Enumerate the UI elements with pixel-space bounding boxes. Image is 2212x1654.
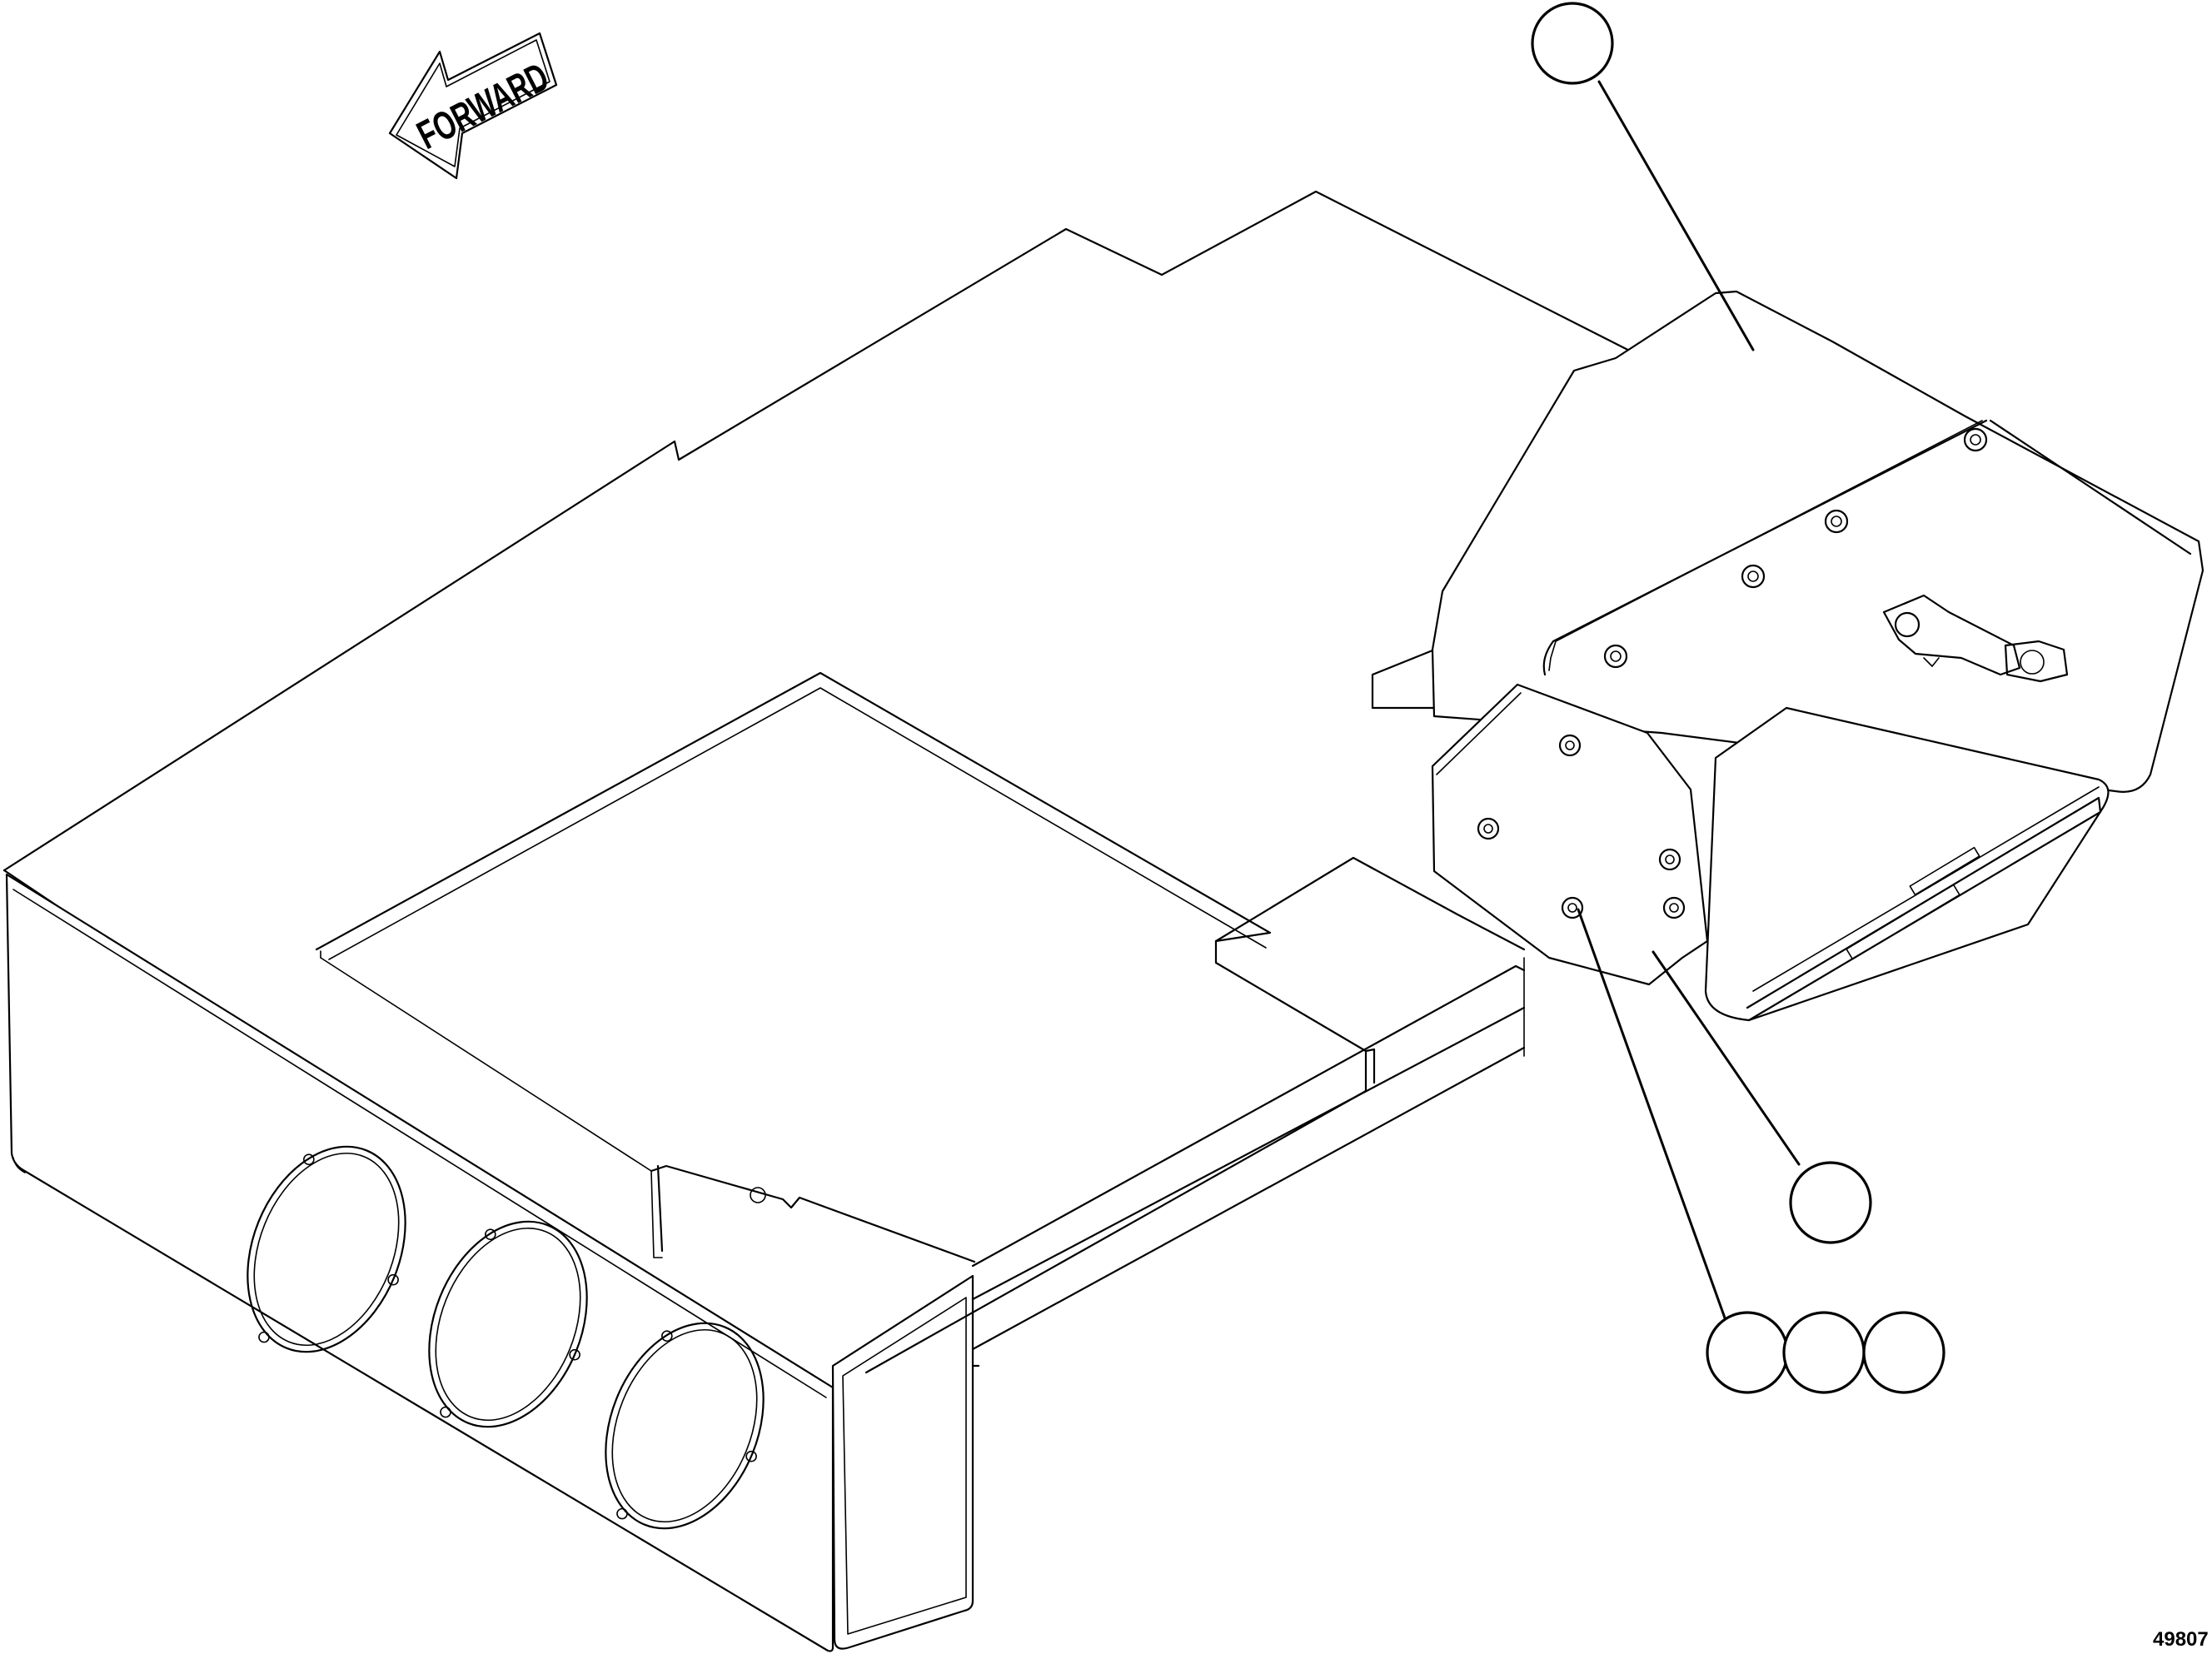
callout-bottom-1 xyxy=(1706,1311,1789,1394)
latch-clamp xyxy=(1882,594,2069,683)
forward-arrow: FORWARD xyxy=(388,32,558,180)
figure-id: 49807 xyxy=(2153,1628,2209,1651)
callout-top xyxy=(1531,2,1614,85)
rear-component-box xyxy=(1371,290,2205,1022)
forward-label: FORWARD xyxy=(410,54,555,157)
callout-bottom-2 xyxy=(1782,1311,1866,1394)
end-plate-bolts xyxy=(1477,734,1686,919)
engine-housing xyxy=(2,190,1659,1652)
leader-lines xyxy=(1577,80,1801,1324)
cover-bolts xyxy=(1603,427,1988,669)
callouts xyxy=(1531,2,1945,1394)
callout-bottom-3 xyxy=(1862,1311,1945,1394)
vent-rings xyxy=(247,1145,765,1530)
callout-right xyxy=(1789,1161,1872,1244)
